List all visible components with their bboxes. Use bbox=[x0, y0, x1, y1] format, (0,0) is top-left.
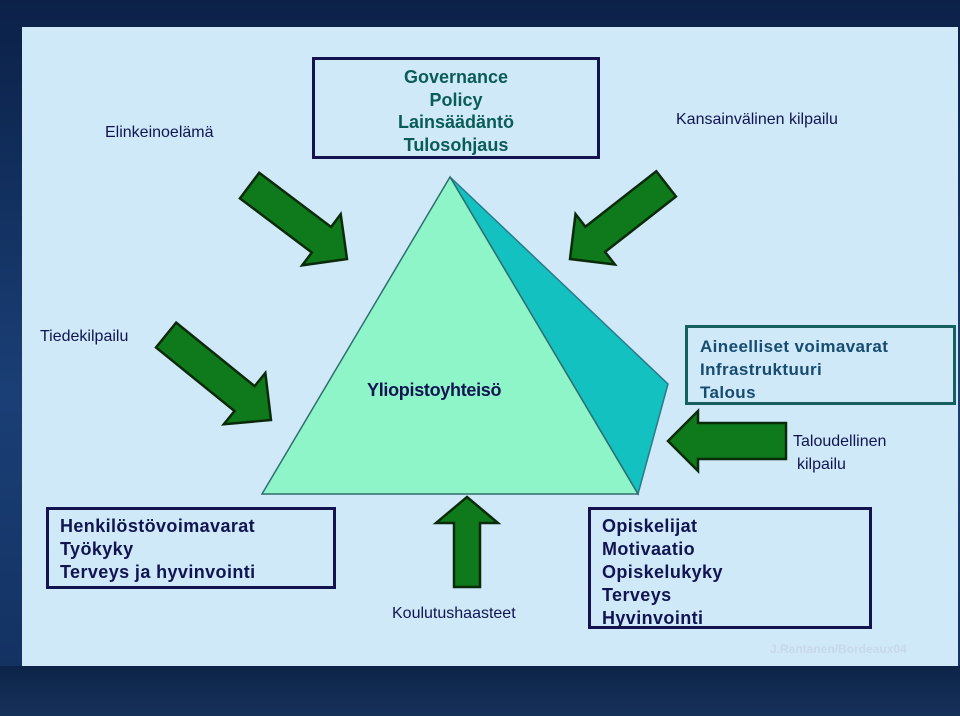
label-taloudellinen: Taloudellinen bbox=[793, 433, 887, 450]
label-koulutushaasteet: Koulutushaasteet bbox=[392, 605, 516, 622]
governance-line-3: Lainsäädäntö bbox=[397, 112, 515, 132]
arrow-right-icon bbox=[666, 407, 788, 475]
author-credit: J.Rantanen/Bordeaux04 bbox=[770, 642, 907, 656]
students-line-5: Hyvinvointi bbox=[602, 608, 704, 628]
label-kansainvalinen-kilpailu: Kansainvälinen kilpailu bbox=[676, 111, 838, 128]
bottom-band bbox=[0, 666, 960, 716]
label-taloudellinen-kilpailu: kilpailu bbox=[797, 456, 846, 473]
governance-line-2: Policy bbox=[429, 89, 483, 110]
arrow-middle-left-icon bbox=[154, 320, 273, 426]
label-elinkeinoelama: Elinkeinoelämä bbox=[105, 124, 214, 141]
arrow-top-right-icon bbox=[568, 169, 678, 267]
arrow-top-left-icon bbox=[238, 171, 349, 267]
resources-box: Aineelliset voimavarat Infrastruktuuri T… bbox=[685, 325, 956, 405]
resources-line-3: Talous bbox=[700, 383, 756, 402]
governance-line-4: Tulosohjaus bbox=[403, 134, 509, 155]
governance-line-1: Governance bbox=[403, 67, 509, 87]
arrow-bottom-icon bbox=[432, 495, 502, 589]
students-line-1: Opiskelijat bbox=[602, 516, 698, 536]
students-box: Opiskelijat Motivaatio Opiskelukyky Terv… bbox=[588, 507, 872, 629]
staff-line-2: Työkyky bbox=[60, 539, 134, 559]
label-yliopistoyhteiso: Yliopistoyhteisö bbox=[367, 380, 502, 400]
resources-line-2: Infrastruktuuri bbox=[700, 360, 823, 379]
staff-box: Henkilöstövoimavarat Työkyky Terveys ja … bbox=[46, 507, 336, 589]
students-line-3: Opiskelukyky bbox=[602, 562, 723, 582]
students-line-4: Terveys bbox=[602, 585, 672, 605]
staff-line-3: Terveys ja hyvinvointi bbox=[60, 562, 256, 582]
resources-line-1: Aineelliset voimavarat bbox=[700, 337, 889, 356]
label-tiedekilpailu: Tiedekilpailu bbox=[40, 328, 129, 345]
governance-box: Governance Policy Lainsäädäntö Tulosohja… bbox=[312, 57, 600, 159]
students-line-2: Motivaatio bbox=[602, 539, 696, 559]
pyramid-front-face bbox=[260, 175, 640, 495]
staff-line-1: Henkilöstövoimavarat bbox=[60, 516, 256, 536]
